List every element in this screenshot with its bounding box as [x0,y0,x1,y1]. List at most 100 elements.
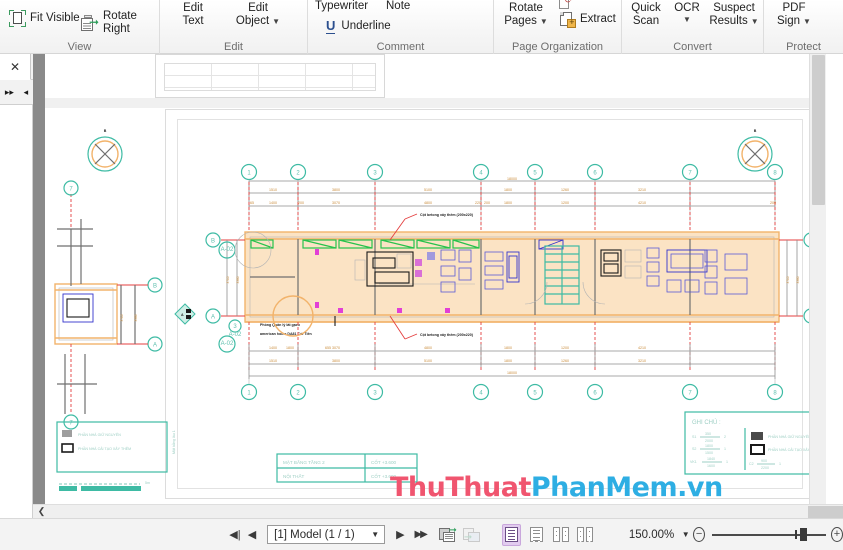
svg-text:5100: 5100 [424,359,432,363]
quick-scan-label-line2: Scan [632,15,660,28]
svg-text:S2: S2 [692,447,696,451]
rotate-right-button[interactable]: ➞ Rotate Right [78,8,159,38]
svg-text:3800: 3800 [332,359,340,363]
view-mode-continuous[interactable] [527,524,545,546]
cad-drawing: .th { stroke:#8e8e8e; stroke-width:0.8; … [54,129,822,491]
svg-text:4210: 4210 [638,201,646,205]
view-mode-continuous-facing[interactable] [576,524,594,546]
last-page-button[interactable]: ▶▶ [412,524,427,546]
fit-visible-label: Fit Visible [30,11,80,24]
previous-page-icon[interactable]: ◀ [247,529,257,541]
svg-text:1260: 1260 [561,188,569,192]
note-button[interactable]: Note [383,0,413,15]
svg-text:CỐT +3.600: CỐT +3.600 [371,459,397,465]
rotate-pages-button[interactable]: Rotate Pages ▼ [497,0,555,30]
svg-text:2: 2 [296,171,300,177]
last-page-icon[interactable]: ▶▶ [414,529,427,540]
svg-text:3380: 3380 [796,276,800,283]
fit-visible-button[interactable]: Fit Visible [6,8,83,29]
ribbon-group-comment-label: Comment [376,41,425,53]
insert-pages-button[interactable]: ➞ [438,525,457,543]
underline-button[interactable]: U Underline [323,17,394,36]
chevron-down-icon[interactable]: ▼ [750,17,759,27]
edit-text-button[interactable]: Edit Text [170,0,216,30]
svg-text:5: 5 [533,171,537,177]
extract-icon [559,11,576,28]
ocr-label: OCR [674,2,700,14]
ribbon-group-page-organization-label: Page Organization [511,41,604,53]
chevron-down-icon[interactable]: ▼ [683,15,691,25]
svg-text:PHẦN NHÀ GIỮ NGUYÊN: PHẦN NHÀ GIỮ NGUYÊN [768,434,811,439]
horizontal-scrollbar[interactable]: ❮ [33,504,843,518]
page-selector[interactable]: [1] Model (1 / 1) ▼ [267,525,386,544]
zoom-slider-thumb[interactable] [800,528,808,541]
svg-text:Cột betong xây thêm (200x220): Cột betong xây thêm (200x220) [420,213,474,217]
collapse-panel-icon[interactable]: ◂ [23,86,29,97]
status-bar: ◀| ◀ [1] Model (1 / 1) ▼ ▶ ▶▶ ➞ ➞ [0,518,843,550]
vertical-scrollbar[interactable] [809,54,826,504]
navigation-pane: ✕ ▸▸ ◂ [0,54,33,518]
close-panel-tab[interactable]: ✕ [0,54,31,80]
svg-text:200: 200 [484,201,490,205]
svg-text:7: 7 [688,171,692,177]
svg-text:1: 1 [247,391,251,397]
svg-text:18000: 18000 [507,177,517,181]
svg-text:1400: 1400 [269,346,277,350]
suspect-results-button[interactable]: Suspect Results ▼ [706,0,762,30]
chevron-down-icon[interactable]: ▼ [803,17,811,27]
chevron-down-icon[interactable]: ▼ [371,530,380,539]
vertical-scrollbar-thumb[interactable] [812,55,825,205]
watermark-part2: PhanMem.vn [530,472,723,503]
svg-text:1800: 1800 [705,444,713,448]
left-partial-plan: 7 7 B A 3710 3380 [54,129,196,430]
expand-panel-icon[interactable]: ▸▸ [4,86,14,97]
previous-page-button[interactable]: ◀ [246,524,258,546]
chevron-down-icon[interactable]: ▼ [272,17,281,27]
svg-text:1: 1 [724,447,726,451]
zoom-in-button[interactable]: + [831,527,843,542]
page-gap [45,98,826,108]
svg-text:MẶT BẰNG TẦNG 2: MẶT BẰNG TẦNG 2 [283,458,325,465]
zoom-slider-tick [795,530,797,539]
document-viewport[interactable]: .th { stroke:#8e8e8e; stroke-width:0.8; … [45,54,826,504]
svg-text:65: 65 [250,201,254,205]
edit-object-button[interactable]: Edit Object ▼ [222,0,294,30]
chevron-down-icon[interactable]: ▼ [539,17,548,27]
delete-pages-button[interactable]: ➞ [462,527,481,543]
ribbon-group-edit-label: Edit [224,41,243,53]
zoom-out-button[interactable]: − [693,527,706,542]
view-mode-facing[interactable] [551,524,569,546]
svg-text:3210: 3210 [638,188,646,192]
typewriter-button[interactable]: Typewriter [312,0,371,15]
svg-text:1200: 1200 [561,201,569,205]
quick-scan-button[interactable]: Quick Scan [624,0,668,30]
watermark: ThuThuatPhanMem.vn [390,472,723,503]
first-page-button[interactable]: ◀| [228,524,242,546]
zoom-dropdown-chevron-down-icon[interactable]: ▼ [681,530,690,539]
section-callout: 3 A-02 [228,231,314,338]
svg-text:A-02: A-02 [229,332,242,338]
extract-button[interactable]: Extract [556,9,619,30]
drawing-title-block: MẶT BẰNG TẦNG 2 CỐT +3.600 NỘI THẤT CỐT … [276,453,418,483]
rotate-pages-label-line2: Pages [504,15,537,28]
next-page-button[interactable]: ▶ [394,524,406,546]
ocr-button[interactable]: OCR ▼ [670,0,704,26]
ribbon-group-protect-label: Protect [786,41,821,53]
zoom-slider[interactable] [712,527,826,542]
view-mode-single-page[interactable] [501,523,521,546]
horizontal-scrollbar-thumb[interactable] [808,506,843,518]
svg-text:2200: 2200 [761,466,769,470]
next-page-icon[interactable]: ▶ [396,529,405,541]
svg-text:B: B [211,239,215,245]
svg-text:Mặt bằng lầu 1: Mặt bằng lầu 1 [171,430,176,454]
svg-text:3210: 3210 [638,359,646,363]
scroll-left-icon[interactable]: ❮ [37,506,46,516]
svg-text:18000: 18000 [507,371,517,375]
first-page-icon[interactable]: ◀| [229,529,241,541]
pdf-sign-button[interactable]: PDF Sign ▼ [770,0,818,30]
ribbon-group-convert: Quick Scan OCR ▼ Suspect Results ▼ Conve… [622,0,764,54]
svg-text:3710: 3710 [120,314,124,321]
close-icon[interactable]: ✕ [9,59,21,74]
svg-text:3710: 3710 [226,276,230,283]
svg-text:A: A [211,315,215,321]
